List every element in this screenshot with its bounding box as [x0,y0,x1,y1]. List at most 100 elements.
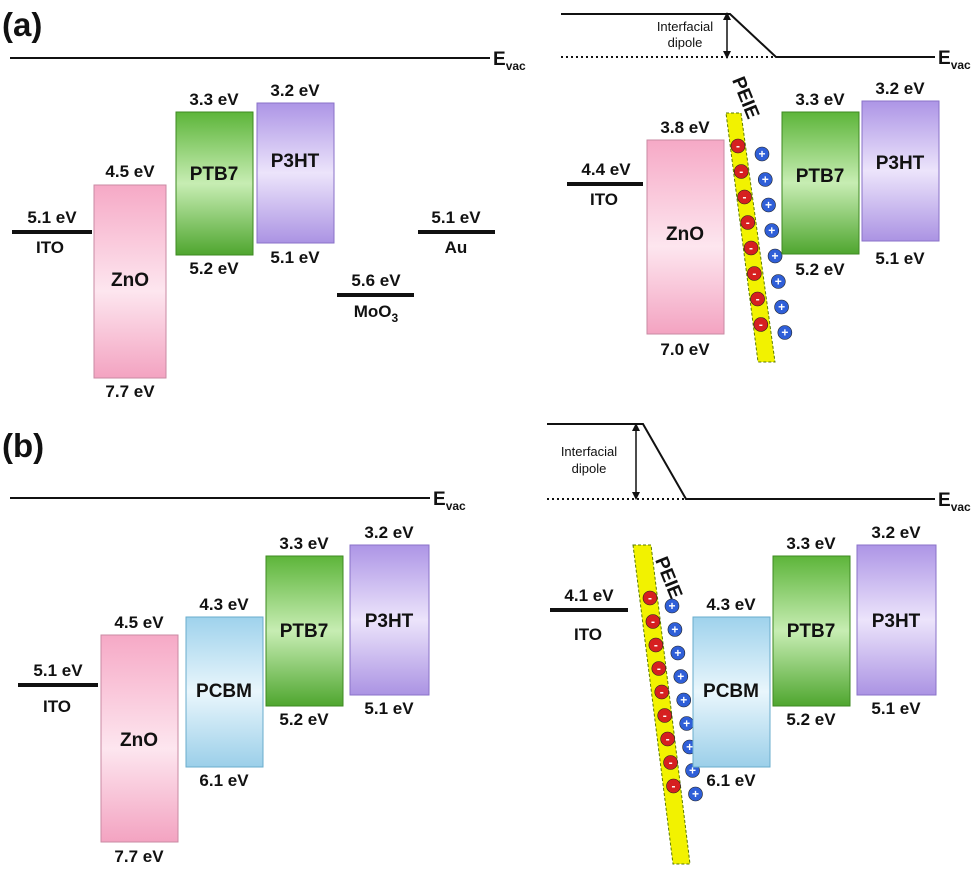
p3ht-top-energy: 3.2 eV [270,81,320,100]
ptb7-box [781,111,860,255]
ptb7-label: PTB7 [796,166,845,187]
pcbm-box [692,616,771,768]
zno-box [100,634,179,843]
positive-charge-sign: + [765,198,772,212]
positive-charge-sign: + [689,764,696,778]
negative-charge [654,684,670,700]
negative-charge-sign: - [736,139,740,153]
ito-energy: 4.4 eV [581,160,631,179]
ito-label: ITO [43,697,71,716]
negative-charge-sign: - [672,779,676,793]
negative-charge [733,164,749,179]
ptb7-bottom-energy: 5.2 eV [795,260,845,279]
negative-charge-sign: - [651,615,655,629]
peie-charges: -+-+-+-+-+-+-+-+-+ [642,590,703,802]
ito-energy: 5.1 eV [27,208,77,227]
pcbm-top-energy: 4.3 eV [199,595,249,614]
p3ht-box [256,102,335,244]
dipole-label-line2: dipole [668,35,703,50]
positive-charge-sign: + [775,275,782,289]
negative-charge-sign: - [657,662,661,676]
positive-charge-sign: + [772,249,779,263]
positive-charge [667,622,683,637]
ptb7-bottom-energy: 5.2 eV [189,259,239,278]
zno-box [646,139,725,335]
ptb7-label: PTB7 [190,164,239,185]
evac-label: Evac [938,490,971,514]
evac-label: Evac [493,49,526,73]
positive-charge [664,598,680,614]
positive-charge-sign: + [762,173,769,187]
negative-charge-sign: - [648,591,652,605]
dipole-label-line1: Interfacial [657,19,713,34]
positive-charge-sign: + [686,740,693,754]
positive-charge [761,197,776,213]
ptb7-top-energy: 3.3 eV [786,534,836,553]
evac-label: Evac [433,489,466,513]
negative-charge [651,661,667,676]
positive-charge-sign: + [677,670,684,684]
negative-charge [657,708,672,723]
negative-charge [730,138,746,154]
positive-charge [764,223,780,238]
panel-a-right: Interfacial dipole Evac 4.4 eV ITO ZnO 3… [561,12,971,363]
negative-charge [642,590,658,606]
positive-charge [688,786,703,802]
pcbm-label: PCBM [703,681,759,702]
ito-label: ITO [36,238,64,257]
negative-charge-sign: - [759,318,763,332]
positive-charge-sign: + [668,599,675,613]
ito-label: ITO [574,625,602,644]
positive-charge [670,645,686,661]
p3ht-top-energy: 3.2 eV [871,523,921,542]
negative-charge-sign: - [660,685,664,699]
positive-charge-sign: + [768,224,775,238]
negative-charge [660,731,675,747]
pcbm-box [185,616,264,768]
negative-charge [645,614,661,629]
p3ht-bottom-energy: 5.1 eV [875,249,925,268]
positive-charge-sign: + [683,717,690,731]
positive-charge [777,325,793,340]
panel-b-left: Evac 5.1 eV ITO ZnO 4.5 eV 7.7 eV PCBM 4… [10,489,466,866]
evac-line-shifted [561,13,935,58]
negative-charge-sign: - [756,292,760,306]
negative-charge [750,291,765,307]
negative-charge [648,637,664,653]
evac-line-shifted [547,423,935,500]
zno-label: ZnO [666,224,704,245]
ptb7-label: PTB7 [280,621,329,642]
panel-b-right: Interfacial dipole Evac 4.1 eV ITO PEIE … [547,423,971,865]
au-energy: 5.1 eV [431,208,481,227]
p3ht-label: P3HT [365,611,414,632]
negative-charge-sign: - [752,267,756,281]
zno-label: ZnO [120,730,158,751]
zno-bottom-energy: 7.7 eV [105,382,155,401]
negative-charge-sign: - [666,732,670,746]
peie-charges: -+-+-+-+-+-+-+-+ [730,138,793,340]
negative-charge-sign: - [743,190,747,204]
pcbm-top-energy: 4.3 eV [706,595,756,614]
panel-a: (a) Evac 5.1 eV ITO ZnO 4.5 eV 7.7 eV PT… [2,6,971,401]
panel-label-a: (a) [2,6,42,43]
positive-charge-sign: + [758,147,765,161]
dipole-label-line1: Interfacial [561,444,617,459]
ptb7-top-energy: 3.3 eV [279,534,329,553]
zno-top-energy: 3.8 eV [660,118,710,137]
ptb7-bottom-energy: 5.2 eV [279,710,329,729]
ptb7-box [175,111,254,256]
ito-energy: 5.1 eV [33,661,83,680]
ito-energy: 4.1 eV [564,586,614,605]
negative-charge [753,317,769,332]
negative-charge-sign: - [663,709,667,723]
p3ht-top-energy: 3.2 eV [875,79,925,98]
positive-charge [774,299,789,315]
panel-label-b: (b) [2,427,44,464]
positive-charge-sign: + [671,623,678,637]
negative-charge [747,266,762,281]
positive-charge [771,274,786,289]
ptb7-top-energy: 3.3 eV [189,90,239,109]
negative-charge-sign: - [749,241,753,255]
zno-label: ZnO [111,270,149,291]
